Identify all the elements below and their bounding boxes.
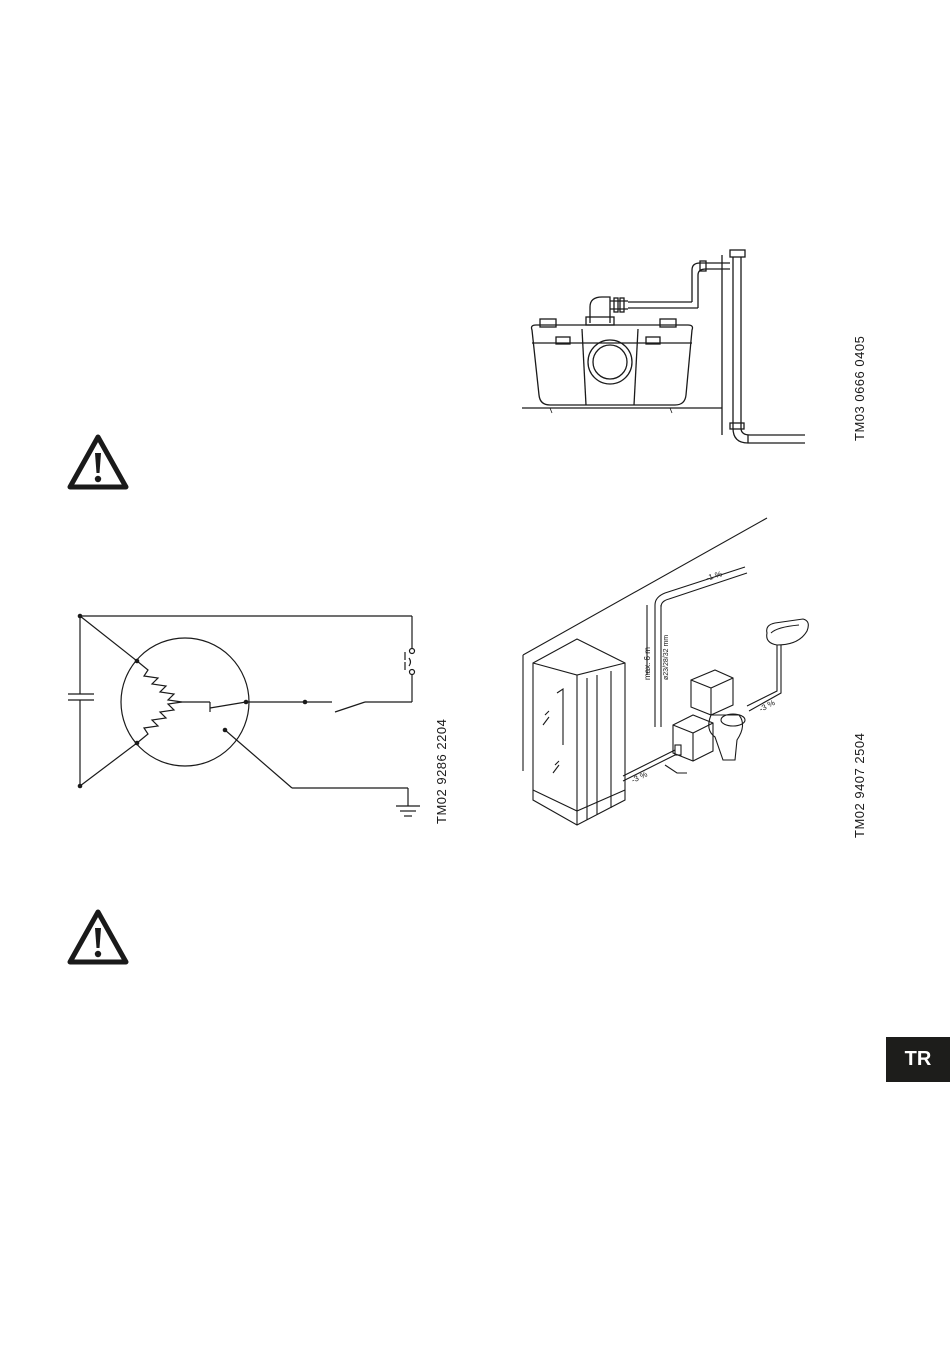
figure-code-bathroom-installation: TM02 9407 2504	[852, 733, 867, 838]
language-tab: TR	[886, 1037, 950, 1082]
max-height-label: max. 6 m	[643, 647, 652, 680]
slope-shower-label: -3 %	[630, 770, 649, 785]
figure-code-wiring-diagram: TM02 9286 2204	[434, 719, 449, 824]
pump-installation-figure	[520, 245, 815, 455]
wiring-diagram-figure	[60, 600, 430, 830]
bathroom-installation-figure: -1 % max. 6 m ø23/28/32 mm -3 % -3 %	[515, 515, 815, 845]
figure-code-pump-installation: TM03 0666 0405	[852, 336, 867, 441]
pipe-diameter-label: ø23/28/32 mm	[663, 635, 670, 680]
slope-basin-label: -3 %	[758, 698, 777, 714]
warning-triangle-icon	[66, 908, 130, 966]
warning-triangle-icon	[66, 433, 130, 491]
slope-top-label: -1 %	[705, 569, 723, 583]
